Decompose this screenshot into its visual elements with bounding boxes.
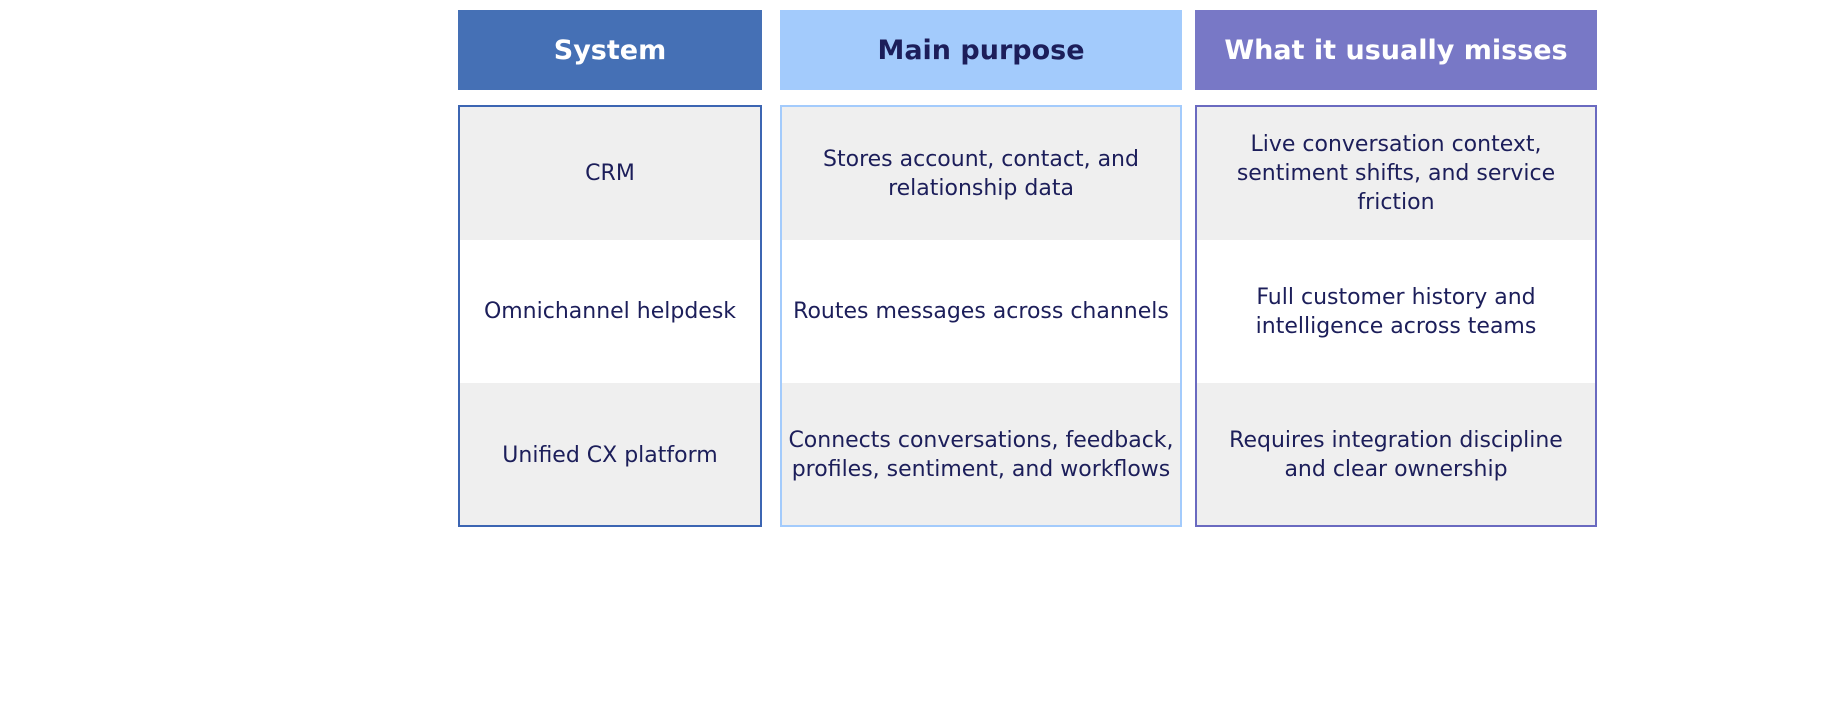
column-purpose: Main purpose Stores account, contact, an…: [780, 10, 1182, 527]
cell-system-helpdesk: Omnichannel helpdesk: [460, 240, 760, 383]
column-body-purpose: Stores account, contact, and relationshi…: [780, 105, 1182, 527]
column-misses: What it usually misses Live conversation…: [1195, 10, 1597, 527]
cell-misses-cx-platform: Requires integration discipline and clea…: [1197, 383, 1595, 525]
header-misses: What it usually misses: [1195, 10, 1597, 90]
cell-purpose-helpdesk: Routes messages across channels: [782, 240, 1180, 383]
column-body-system: CRM Omnichannel helpdesk Unified CX plat…: [458, 105, 762, 527]
header-purpose: Main purpose: [780, 10, 1182, 90]
cell-misses-crm: Live conversation context, sentiment shi…: [1197, 107, 1595, 240]
cell-purpose-cx-platform: Connects conversations, feedback, profil…: [782, 383, 1180, 525]
column-system: System CRM Omnichannel helpdesk Unified …: [458, 10, 762, 527]
cell-system-cx-platform: Unified CX platform: [460, 383, 760, 525]
column-body-misses: Live conversation context, sentiment shi…: [1195, 105, 1597, 527]
cell-purpose-crm: Stores account, contact, and relationshi…: [782, 107, 1180, 240]
cell-system-crm: CRM: [460, 107, 760, 240]
header-system: System: [458, 10, 762, 90]
cell-misses-helpdesk: Full customer history and intelligence a…: [1197, 240, 1595, 383]
